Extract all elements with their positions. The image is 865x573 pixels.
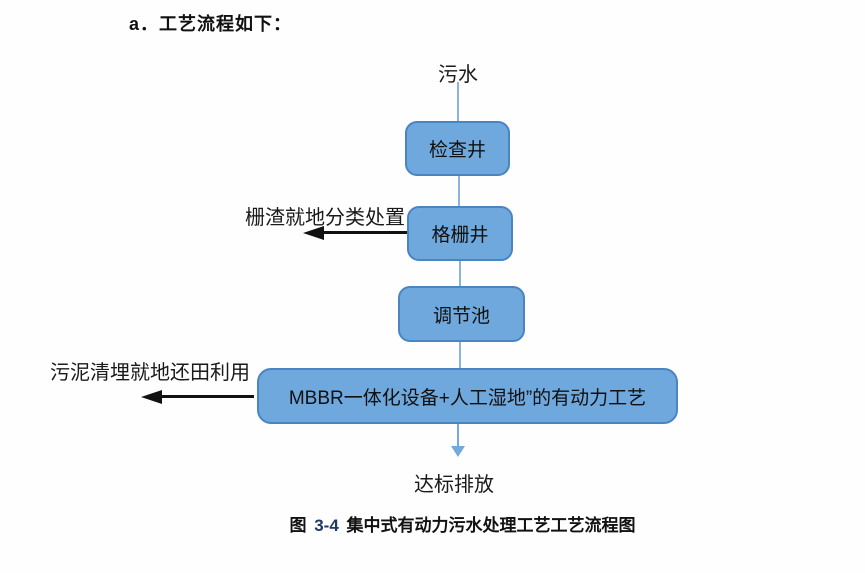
discharge-arrow-down-head-icon bbox=[451, 446, 465, 457]
page-title: a．工艺流程如下： bbox=[129, 14, 293, 34]
figure-caption-number: 3-4 bbox=[314, 516, 339, 535]
connector-line-screen-well-to-regulating-tank bbox=[459, 261, 461, 286]
node-bar-screen-well: 格栅井 bbox=[407, 206, 513, 261]
connector-line-regulating-tank-to-mbbr bbox=[459, 342, 461, 368]
node-bar-screen-well-label: 格栅井 bbox=[431, 225, 489, 246]
flow-sink-label: 达标排放 bbox=[414, 474, 494, 496]
connector-line-inspection-to-screen-well bbox=[458, 176, 460, 206]
side-output-sludge-label: 污泥清埋就地还田利用 bbox=[50, 362, 250, 384]
figure-caption-title: 集中式有动力污水处理工艺工艺流程图 bbox=[346, 516, 636, 535]
screenings-arrow-left-head-icon bbox=[303, 226, 324, 240]
sludge-arrow-left-head-icon bbox=[141, 390, 162, 404]
node-regulating-tank: 调节池 bbox=[398, 286, 525, 342]
node-inspection-well-label: 检查井 bbox=[428, 140, 486, 161]
figure-caption: 图 3-4 集中式有动力污水处理工艺工艺流程图 bbox=[60, 511, 865, 536]
discharge-arrow-shaft bbox=[457, 424, 459, 447]
node-inspection-well: 检查井 bbox=[405, 121, 510, 176]
node-regulating-tank-label: 调节池 bbox=[432, 305, 490, 327]
node-mbbr-powered-process-label: MBBR一体化设备+人工湿地”的有动力工艺 bbox=[288, 387, 647, 409]
node-mbbr-powered-process: MBBR一体化设备+人工湿地”的有动力工艺 bbox=[257, 368, 678, 424]
side-output-screenings-label: 栅渣就地分类处置 bbox=[245, 207, 405, 229]
flow-source-label: 污水 bbox=[438, 64, 478, 86]
connector-line-source-to-inspection-well bbox=[457, 82, 459, 122]
sludge-arrow-shaft bbox=[160, 395, 254, 398]
figure-caption-prefix: 图 bbox=[289, 516, 307, 535]
screenings-arrow-shaft bbox=[322, 231, 408, 234]
